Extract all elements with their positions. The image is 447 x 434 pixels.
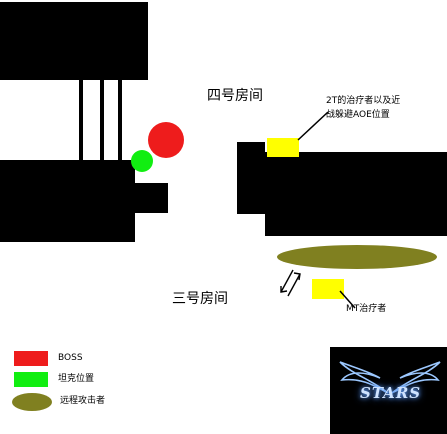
room4-label: 四号房间 — [207, 88, 263, 104]
logo-box — [330, 347, 447, 434]
room3-label: 三号房间 — [172, 291, 228, 307]
boss-marker — [148, 122, 184, 158]
healer-2t-marker — [267, 138, 299, 157]
legend-swatch-boss — [14, 351, 48, 366]
pointer-line-mt — [339, 290, 356, 309]
wall-right-block — [265, 152, 447, 236]
legend-swatch-tank — [14, 372, 48, 387]
annotation-2t-line1: 2T的治疗者以及近 — [326, 96, 401, 106]
ranged-marker — [277, 245, 437, 269]
winged-logo-icon — [339, 361, 441, 394]
healer-mt-marker — [312, 279, 344, 299]
wall-pillar-1 — [79, 78, 83, 160]
tank-marker — [131, 150, 153, 172]
wall-top-left — [0, 2, 148, 80]
pointer-line-2t — [297, 111, 329, 141]
legend-swatch-ranged — [12, 393, 52, 411]
legend-label-ranged: 远程攻击者 — [60, 396, 106, 406]
wall-left-step — [135, 183, 168, 213]
wall-right-small — [237, 142, 265, 214]
annotation-mt-healer: MT治疗者 — [346, 304, 387, 314]
annotation-2t-line2: 战躲避AOE位置 — [326, 110, 390, 120]
legend-label-tank: 坦克位置 — [58, 374, 95, 384]
walls — [0, 2, 447, 242]
legend-label-boss: BOSS — [58, 353, 83, 363]
logo-text: STARS — [360, 384, 422, 402]
wall-pillar-2 — [100, 78, 104, 160]
wall-left-block — [0, 160, 135, 242]
move-arrow-icon — [280, 269, 301, 297]
wall-pillar-3 — [118, 78, 122, 160]
